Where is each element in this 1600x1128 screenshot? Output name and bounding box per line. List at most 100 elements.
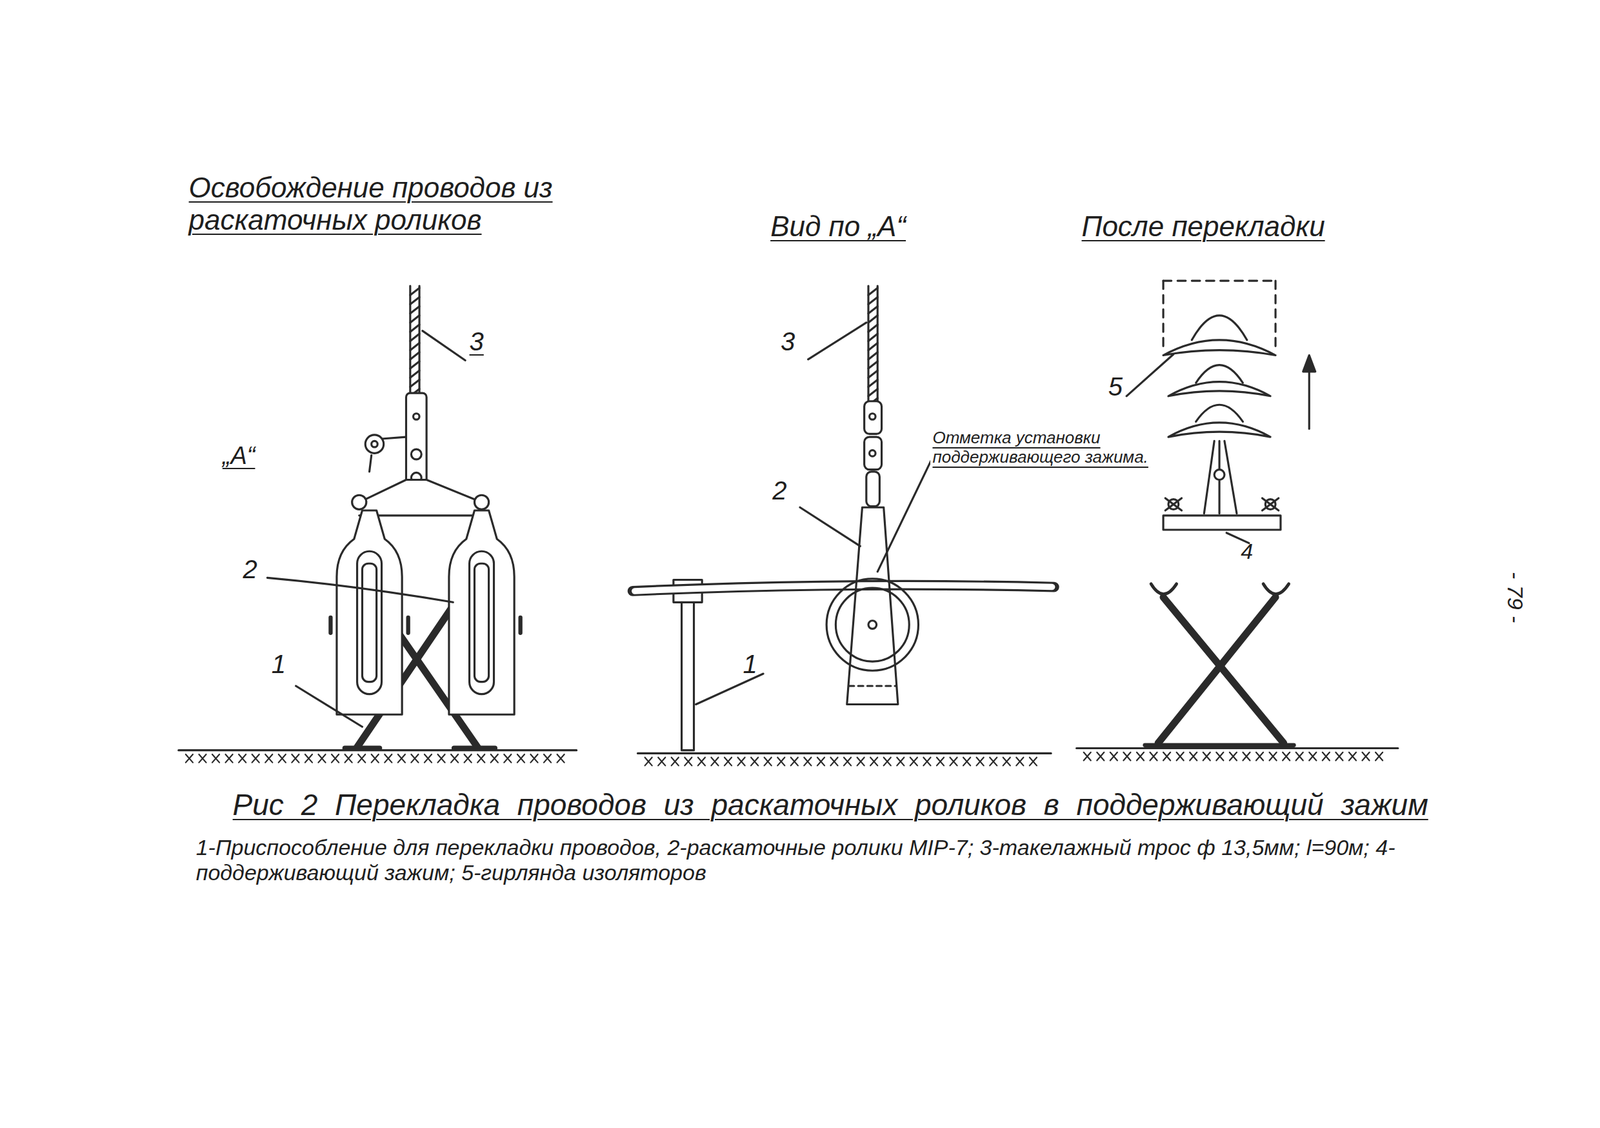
stringing-roller <box>518 617 522 633</box>
ground-hatching <box>212 754 220 763</box>
x-stand <box>1163 596 1284 743</box>
rigging-rope <box>410 285 420 400</box>
tower-outline <box>1163 280 1276 282</box>
rigging-rope <box>410 361 420 369</box>
insulator-string <box>1196 365 1244 384</box>
chain-links <box>869 413 876 420</box>
ground-hatching <box>645 757 653 766</box>
ground-hatching <box>710 757 719 766</box>
stringing-roller <box>357 550 382 694</box>
rigging-rope <box>410 287 420 295</box>
stringing-roller <box>474 563 489 682</box>
leader-line <box>696 673 764 704</box>
x-stand <box>454 745 495 751</box>
chain-links <box>864 401 882 507</box>
rigging-rope <box>410 333 420 341</box>
rigging-rope <box>868 287 878 295</box>
view-marker: „А“ <box>222 441 256 471</box>
ground-hatching <box>358 754 366 763</box>
ground-hatching <box>1096 752 1104 761</box>
ground-hatching <box>1349 752 1357 761</box>
ground-hatching <box>803 757 811 766</box>
ground-hatching <box>883 757 891 766</box>
rigging-rope <box>868 389 878 397</box>
rigging-rope <box>410 296 420 304</box>
roller-side-view <box>826 507 919 704</box>
ground-hatching <box>278 754 286 763</box>
rigging-rope <box>868 361 878 369</box>
insulator-string <box>1224 440 1237 513</box>
x-stand <box>1150 583 1177 595</box>
ground-hatching <box>830 757 838 766</box>
ground-hatching <box>265 754 273 763</box>
rigging-rope <box>410 352 420 360</box>
ground-hatching <box>750 757 759 766</box>
lift-arrow <box>1308 367 1311 430</box>
ground-hatching <box>384 754 392 763</box>
figure-legend: 1-Приспособление для перекладки проводов… <box>196 834 1437 886</box>
chain-links <box>864 401 882 435</box>
ground-hatching <box>936 757 944 766</box>
clamp-shackle <box>405 392 427 490</box>
ground-hatching <box>1163 752 1171 761</box>
ground-hatching <box>450 754 459 763</box>
ground-hatching <box>1136 752 1144 761</box>
ground-hatching <box>1189 752 1197 761</box>
ground-hatching <box>1216 752 1224 761</box>
ground-hatching <box>1375 752 1383 761</box>
ground-hatching <box>1282 752 1290 761</box>
support-post <box>681 591 695 750</box>
stringing-roller <box>405 617 410 633</box>
stringing-roller <box>469 550 495 694</box>
tower-outline <box>1161 280 1164 353</box>
leader-line <box>296 685 363 727</box>
ground-hatching <box>671 757 679 766</box>
ground-hatching <box>698 757 706 766</box>
callout-number: 3 <box>780 326 795 357</box>
insulator-string <box>1168 422 1271 437</box>
rigging-rope <box>410 306 420 314</box>
suspension-clamp <box>1163 498 1281 530</box>
insulator-string <box>1214 469 1225 480</box>
ground-hatching <box>1003 757 1011 766</box>
ground-hatching <box>1016 757 1024 766</box>
stringing-roller <box>330 510 408 715</box>
insulator-string <box>1191 315 1247 340</box>
ground-hatching <box>896 757 904 766</box>
figure-caption: Рис 2 Перекладка проводов из раскаточных… <box>232 787 1479 822</box>
ground-hatching <box>185 754 193 763</box>
view-heading: После перекладки <box>1081 210 1326 244</box>
page-number: - 79 - <box>1502 571 1528 623</box>
ground-hatching <box>1361 752 1370 761</box>
ground-hatching <box>857 757 865 766</box>
ground-hatching <box>490 754 499 763</box>
ground-hatching <box>950 757 958 766</box>
clamp-shackle <box>410 449 422 460</box>
ground-hatching <box>371 754 379 763</box>
ground-hatching <box>1335 752 1343 761</box>
ground-hatching <box>976 757 984 766</box>
roller-side-view <box>835 587 910 662</box>
ground-hatching <box>1029 757 1037 766</box>
rigging-rope <box>868 285 878 406</box>
lift-arrow <box>1303 355 1316 430</box>
rigging-rope <box>868 315 878 323</box>
ground-hatching <box>817 757 825 766</box>
clamp-shackle <box>371 440 378 447</box>
ground-hatching <box>963 757 971 766</box>
ground-line <box>1076 747 1399 750</box>
insulator-string <box>1203 440 1215 513</box>
ground-hatching <box>477 754 485 763</box>
ground-hatching <box>345 754 353 763</box>
yoke <box>352 494 367 510</box>
leader-line <box>1126 354 1174 397</box>
ground-line <box>638 752 1052 755</box>
lift-arrow <box>1303 355 1316 372</box>
roller-side-view <box>847 507 899 704</box>
insulator-string <box>1196 404 1244 422</box>
ground-hatching <box>225 754 233 763</box>
rigging-rope <box>410 370 420 378</box>
ground-hatching <box>398 754 406 763</box>
